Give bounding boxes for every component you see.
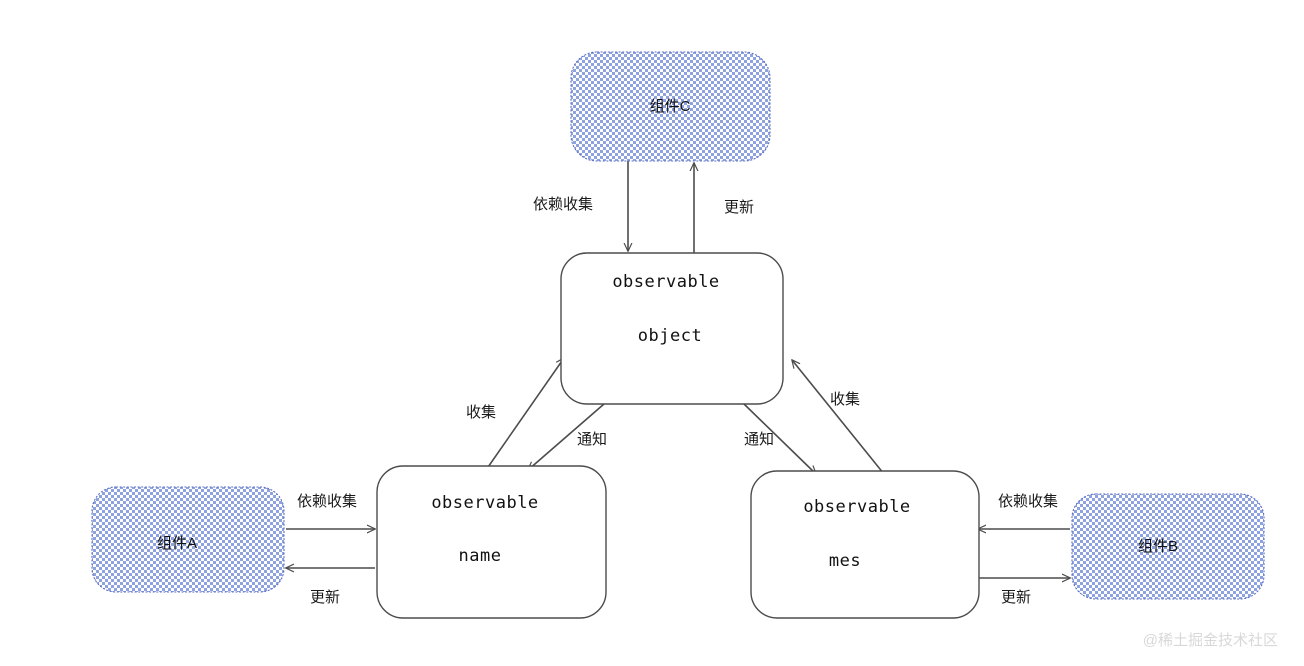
edge-object-to-name bbox=[528, 403, 605, 470]
edge-label-a-to-name: 依赖收集 bbox=[297, 493, 357, 510]
observable-object-shape bbox=[560, 252, 784, 405]
component-c-shape bbox=[570, 51, 771, 162]
edge-label-mes-to-b: 更新 bbox=[1001, 589, 1031, 606]
edge-label-object-to-mes: 通知 bbox=[744, 431, 774, 448]
edge-mes-to-object-line bbox=[792, 360, 885, 475]
observable-name-shape bbox=[376, 465, 607, 619]
edge-name-to-object-line bbox=[485, 358, 564, 471]
edge-label-object-to-c: 更新 bbox=[724, 199, 754, 216]
observable-name-line1: observable bbox=[431, 493, 538, 513]
component-a-shape bbox=[91, 486, 285, 593]
node-observable-object[interactable]: observable object bbox=[560, 252, 784, 405]
component-a-label: 组件A bbox=[157, 535, 197, 552]
edge-mes-to-object bbox=[792, 360, 885, 475]
edge-label-mes-to-object: 收集 bbox=[830, 391, 860, 408]
edge-label-name-to-a: 更新 bbox=[310, 589, 340, 606]
node-component-a[interactable]: 组件A bbox=[91, 486, 285, 593]
edge-label-object-to-name: 通知 bbox=[577, 431, 607, 448]
observable-mes-line1: observable bbox=[803, 497, 910, 517]
observable-name-line2: name bbox=[459, 546, 502, 566]
edge-object-to-mes bbox=[743, 403, 816, 474]
node-component-b[interactable]: 组件B bbox=[1071, 493, 1265, 600]
node-observable-mes[interactable]: observable mes bbox=[750, 470, 980, 619]
edge-label-c-to-object: 依赖收集 bbox=[533, 196, 593, 213]
observable-mes-shape bbox=[750, 470, 980, 619]
observable-object-line2: object bbox=[638, 326, 702, 346]
observable-object-line1: observable bbox=[612, 272, 719, 292]
component-b-label: 组件B bbox=[1138, 538, 1178, 555]
edge-object-to-mes-line bbox=[743, 403, 816, 474]
edge-object-to-name-line bbox=[528, 403, 605, 470]
component-c-label: 组件C bbox=[650, 98, 691, 115]
observable-mes-line2: mes bbox=[829, 551, 861, 571]
node-component-c[interactable]: 组件C bbox=[570, 51, 771, 162]
edge-name-to-object bbox=[485, 358, 564, 471]
node-observable-name[interactable]: observable name bbox=[376, 465, 607, 619]
edge-label-b-to-mes: 依赖收集 bbox=[998, 493, 1058, 510]
edge-label-name-to-object: 收集 bbox=[466, 404, 496, 421]
component-b-shape bbox=[1071, 493, 1265, 600]
watermark-text: @稀土掘金技术社区 bbox=[1143, 632, 1278, 649]
